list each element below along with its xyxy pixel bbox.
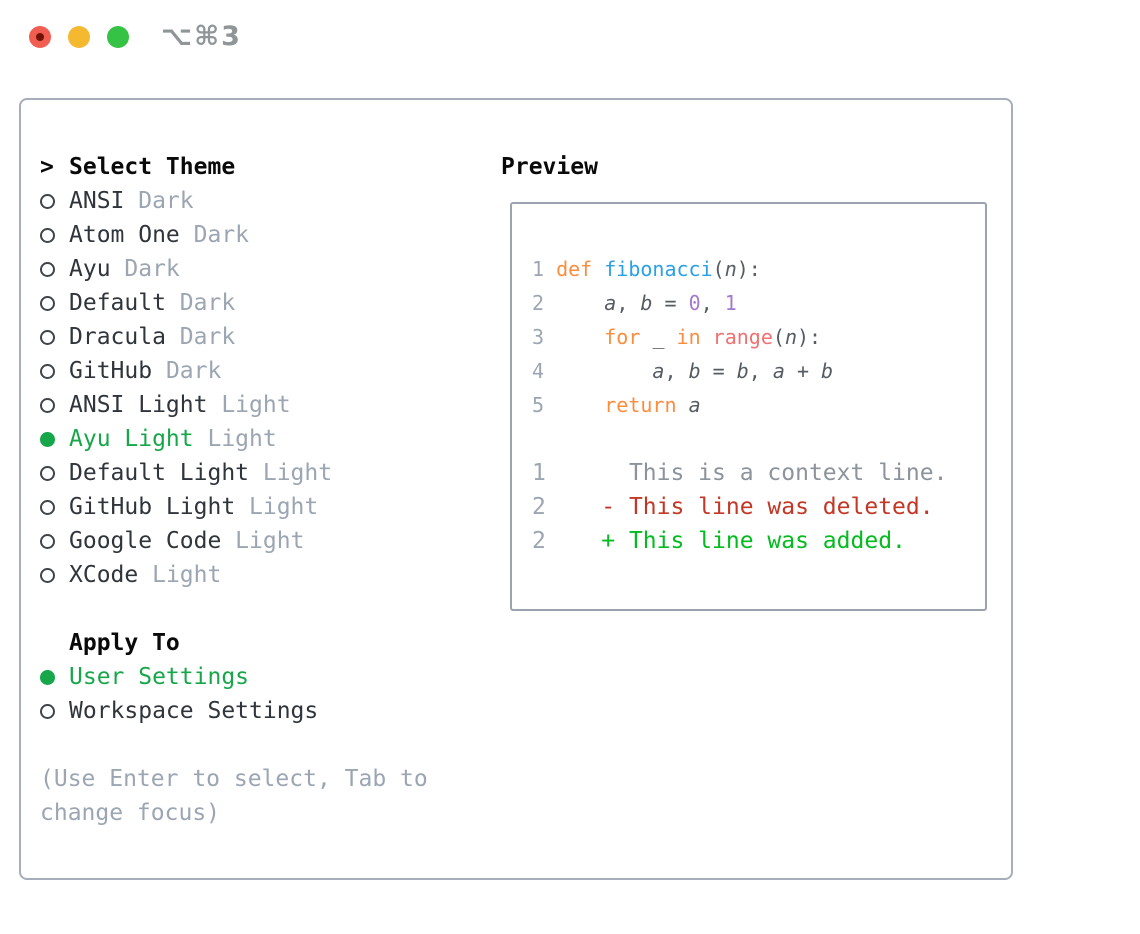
diff-preview: 1 This is a context line. 2 - This line w… — [532, 456, 985, 558]
close-button[interactable] — [29, 26, 51, 48]
radio-icon — [40, 397, 69, 413]
theme-variant-label: Dark — [152, 358, 222, 384]
radio-selected-icon — [40, 669, 69, 685]
theme-option-xcode[interactable]: XCode Light — [40, 558, 455, 592]
theme-variant-label: Light — [249, 460, 333, 486]
apply-option-user-settings[interactable]: User Settings — [40, 660, 455, 694]
theme-option-github[interactable]: GitHub Dark — [40, 354, 455, 388]
theme-variant-label: Dark — [165, 290, 236, 316]
radio-icon — [40, 295, 69, 311]
theme-option-dracula[interactable]: Dracula Dark — [40, 320, 455, 354]
spacer — [40, 728, 455, 762]
radio-icon — [40, 499, 69, 515]
theme-variant-label: Light — [235, 494, 319, 520]
apply-option-workspace-settings[interactable]: Workspace Settings — [40, 694, 455, 728]
code-line: 2 a, b = 0, 1 — [532, 291, 737, 315]
select-theme-header-row: > Select Theme — [40, 150, 455, 184]
diff-line: 2 - This line was deleted. — [532, 494, 934, 520]
theme-option-google-code[interactable]: Google Code Light — [40, 524, 455, 558]
radio-icon — [40, 465, 69, 481]
apply-to-header: Apply To — [69, 630, 180, 656]
option-label: Ayu — [69, 256, 111, 282]
prompt-icon: > — [40, 154, 54, 180]
code-line: 1 def fibonacci(n): — [532, 257, 761, 281]
theme-variant-label: Dark — [124, 188, 194, 214]
code-line: 5 return a — [532, 393, 701, 417]
theme-option-ansi[interactable]: ANSI Dark — [40, 184, 455, 218]
maximize-button[interactable] — [107, 26, 129, 48]
theme-variant-label: Light — [138, 562, 222, 588]
preview-pane: 1 def fibonacci(n): 2 a, b = 0, 1 3 for _ … — [510, 202, 987, 611]
theme-option-ansi-light[interactable]: ANSI Light Light — [40, 388, 455, 422]
preview-header: Preview — [501, 154, 598, 180]
theme-variant-label: Light — [207, 392, 291, 418]
theme-variant-label: Light — [221, 528, 305, 554]
radio-icon — [40, 193, 69, 209]
theme-option-ayu[interactable]: Ayu Dark — [40, 252, 455, 286]
select-theme-header: Select Theme — [69, 154, 236, 180]
option-label: Atom One — [69, 222, 180, 248]
option-label: Default Light — [69, 460, 250, 486]
option-label: Workspace Settings — [69, 698, 319, 724]
theme-option-default[interactable]: Default Dark — [40, 286, 455, 320]
theme-option-default-light[interactable]: Default Light Light — [40, 456, 455, 490]
radio-selected-icon — [40, 431, 69, 447]
option-label: Dracula — [69, 324, 166, 350]
code-preview: 1 def fibonacci(n): 2 a, b = 0, 1 3 for _ … — [532, 252, 985, 422]
spacer — [40, 592, 455, 626]
minimize-button[interactable] — [68, 26, 90, 48]
radio-icon — [40, 533, 69, 549]
theme-variant-label: Dark — [179, 222, 250, 248]
option-label: GitHub Light — [69, 494, 236, 520]
option-label: XCode — [69, 562, 139, 588]
diff-line: 2 + This line was added. — [532, 528, 906, 554]
theme-option-ayu-light[interactable]: Ayu Light Light — [40, 422, 455, 456]
apply-to-header-row: Apply To — [40, 626, 455, 660]
option-label: ANSI — [69, 188, 125, 214]
radio-icon — [40, 261, 69, 277]
theme-variant-label: Dark — [165, 324, 236, 350]
option-label: ANSI Light — [69, 392, 208, 418]
close-dot-icon — [36, 33, 44, 41]
theme-variant-label: Light — [193, 426, 277, 452]
window-shortcut-label: ⌥⌘3 — [161, 21, 242, 52]
radio-icon — [40, 567, 69, 583]
code-line: 3 for _ in range(n): — [532, 325, 822, 349]
theme-variant-label: Dark — [110, 256, 180, 282]
radio-icon — [40, 703, 69, 719]
theme-option-atom-one[interactable]: Atom One Dark — [40, 218, 455, 252]
code-line: 4 a, b = b, a + b — [532, 359, 834, 383]
option-label: GitHub — [69, 358, 153, 384]
radio-icon — [40, 227, 69, 243]
blank-line — [532, 422, 985, 456]
option-label: Default — [69, 290, 166, 316]
radio-icon — [40, 363, 69, 379]
theme-option-github-light[interactable]: GitHub Light Light — [40, 490, 455, 524]
option-label: Ayu Light — [69, 426, 194, 452]
titlebar: ⌥⌘3 — [29, 21, 242, 52]
radio-icon — [40, 329, 69, 345]
option-label: User Settings — [69, 664, 250, 690]
diff-line: 1 This is a context line. — [532, 460, 948, 486]
keyboard-hint: (Use Enter to select, Tab to change focu… — [40, 766, 428, 826]
option-label: Google Code — [69, 528, 222, 554]
